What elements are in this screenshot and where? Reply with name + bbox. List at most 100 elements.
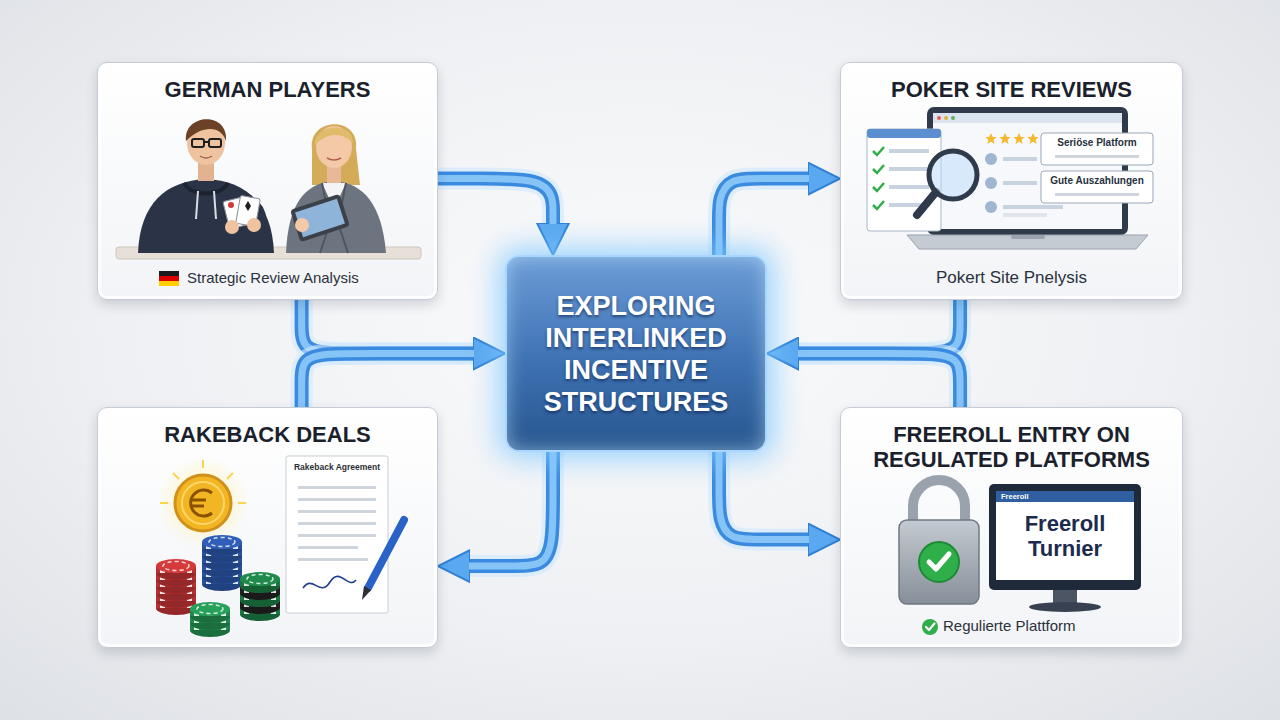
flow-arrow <box>469 452 553 566</box>
monitor-part <box>1029 602 1101 612</box>
hub-title: EXPLORING INTERLINKED INCENTIVE STRUCTUR… <box>519 290 753 418</box>
monitor <box>989 484 1141 612</box>
man-figure-part <box>196 191 198 219</box>
agreement-document-part <box>298 546 358 549</box>
pen-part <box>362 586 371 600</box>
label-anchor: Rakeback Agreement <box>288 462 386 473</box>
agreement-document-part <box>298 558 368 561</box>
callout-box-part <box>1055 155 1139 158</box>
checklist-window-part <box>873 183 884 191</box>
label-anchor: Freeroll Turnier <box>996 511 1134 561</box>
review-list-part <box>1003 205 1063 209</box>
hub-box: EXPLORING INTERLINKED INCENTIVE STRUCTUR… <box>505 255 767 452</box>
man-figure-part <box>184 183 228 194</box>
topic-panel: POKER SITE REVIEWS Pokert Site Pnelysis Se… <box>840 62 1183 300</box>
label-anchor: Seriöse Platform <box>1041 137 1153 149</box>
agreement-document-part <box>298 534 376 537</box>
chip-stacks-part <box>156 594 196 615</box>
callout-box <box>1041 133 1153 203</box>
woman-figure-part <box>327 158 341 160</box>
screen-bar-text: Freeroll <box>1001 492 1081 502</box>
tablet-part <box>290 194 350 242</box>
pen <box>362 520 404 600</box>
euro-coin-part <box>227 473 233 479</box>
arrow-glow <box>719 179 809 255</box>
man-figure-part <box>209 139 221 147</box>
arrow-glow <box>798 354 960 408</box>
label-anchor: Freeroll <box>1001 492 1081 502</box>
flow-arrow <box>719 179 809 255</box>
tablet <box>290 194 350 242</box>
padlock-part <box>919 542 959 582</box>
man-figure-part <box>187 121 225 165</box>
laptop-part <box>933 113 1122 229</box>
flow-arrow <box>438 179 553 224</box>
german-flag-part <box>159 281 179 286</box>
chip-stacks-part <box>240 593 280 614</box>
woman-figure-part <box>286 181 386 253</box>
playing-cards-part <box>228 202 234 208</box>
review-list-part <box>1003 181 1037 185</box>
padlock-part <box>913 480 965 524</box>
topic-panel: GERMAN PLAYERSStrategic Review Analysis <box>97 62 438 300</box>
flow-arrow <box>798 354 960 408</box>
topic-panel: RAKEBACK DEALS Rakeback Agreement <box>97 407 438 648</box>
chip-stacks-part <box>240 586 280 607</box>
review-list-part <box>985 201 997 213</box>
review-list-part <box>1003 213 1047 217</box>
laptop-part <box>1011 235 1045 239</box>
checklist-window-part <box>889 185 929 189</box>
woman-figure-part <box>315 127 353 145</box>
euro-coin <box>157 457 249 549</box>
review-list-part <box>985 133 996 144</box>
woman-figure-part <box>320 183 330 253</box>
padlock-part <box>899 520 979 604</box>
chip-stacks-part <box>156 580 196 601</box>
arrow-glow <box>302 354 474 408</box>
panel-heading: RAKEBACK DEALS <box>112 422 423 447</box>
woman-figure-part <box>322 183 346 209</box>
laptop-part <box>933 113 1122 123</box>
laptop-part <box>937 116 941 120</box>
desk <box>116 247 421 259</box>
arrow-glow <box>719 452 809 540</box>
panel-caption: Pokert Site Pnelysis <box>855 269 1168 287</box>
callout-box-part <box>1041 133 1153 165</box>
man-figure-part <box>225 220 239 234</box>
checklist-window-part <box>873 201 884 209</box>
illustration-space <box>112 102 423 269</box>
panel-heading: FREEROLL ENTRY ON REGULATED PLATFORMS <box>855 422 1168 472</box>
label-anchor: Gute Auszahlungen <box>1041 175 1153 187</box>
man-figure-part <box>192 139 204 147</box>
arrow-line <box>798 354 960 408</box>
woman-figure-part <box>316 126 352 168</box>
magnifier-part <box>917 192 936 215</box>
chip-stacks-part <box>156 566 196 587</box>
arrow-highlight <box>469 452 553 566</box>
agreement-document-part <box>298 522 376 525</box>
desk-part <box>116 247 421 259</box>
monitor-part <box>996 491 1134 580</box>
review-list-part <box>1041 133 1052 144</box>
panel-caption: Strategic Review Analysis <box>112 269 423 287</box>
playing-cards-part <box>223 197 249 229</box>
chip-stacks-part <box>240 579 280 600</box>
padlock <box>899 480 979 604</box>
agreement-document-part <box>298 510 376 513</box>
arrow-line <box>438 179 553 224</box>
chip-stacks-part <box>202 570 242 591</box>
checklist-window-part <box>873 165 884 173</box>
chip-stacks-part <box>240 572 280 593</box>
chip-stacks-part <box>202 542 242 563</box>
arrow-highlight <box>798 354 960 408</box>
panel-heading: POKER SITE REVIEWS <box>855 77 1168 102</box>
chip-stacks-part <box>190 602 230 623</box>
euro-coin-part <box>157 457 249 549</box>
document-title: Rakeback Agreement <box>288 462 386 473</box>
laptop-part <box>907 235 1148 249</box>
arrow-highlight <box>719 179 809 255</box>
checklist-window-part <box>867 129 941 231</box>
chip-stacks-part <box>202 563 242 584</box>
woman-figure-part <box>338 183 348 253</box>
